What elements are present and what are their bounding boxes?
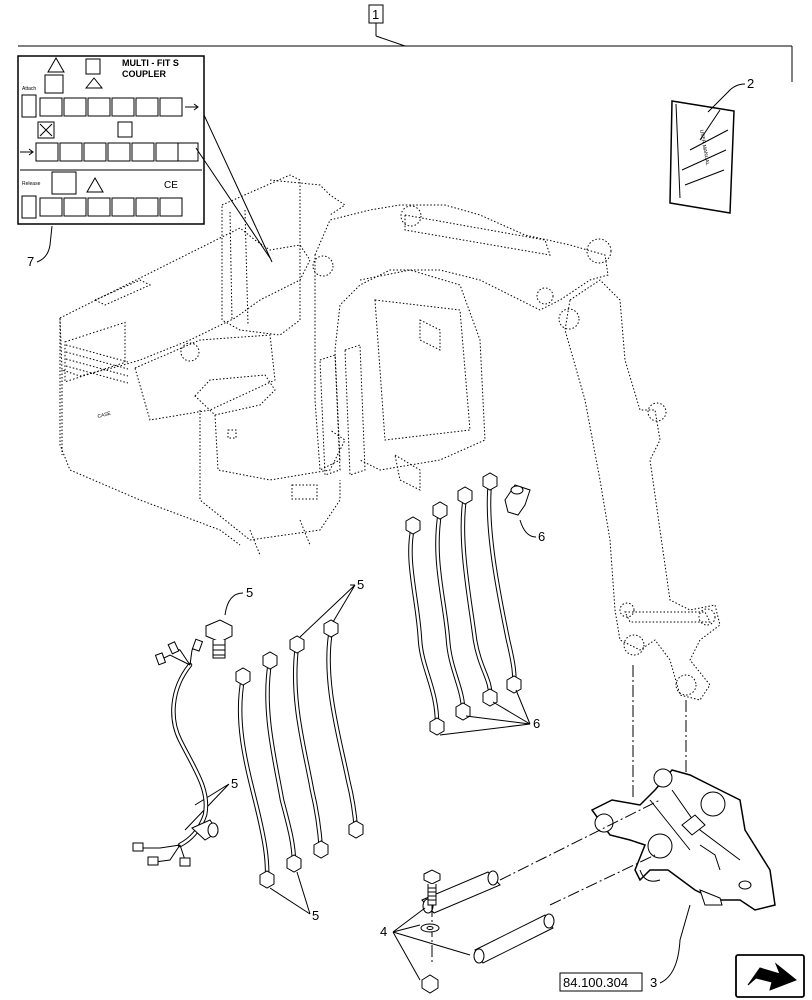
callout-7: 7 <box>27 225 53 269</box>
operator-manual: USER MANUAL 2 <box>669 76 754 214</box>
svg-text:CASE: CASE <box>97 410 112 419</box>
wiring-harness <box>132 638 219 867</box>
callout-4-label: 4 <box>380 924 387 939</box>
callout-6a: 6 <box>519 519 545 544</box>
callout-6b-label: 6 <box>533 716 540 731</box>
hose-set-5 <box>205 619 364 889</box>
hose-clamp <box>504 484 531 516</box>
callout-5d: 5 <box>269 871 319 923</box>
callout-5b: 5 <box>299 577 364 638</box>
callout-3: 84.100.304 3 <box>559 904 691 992</box>
excavator-outline: CASE <box>59 174 721 701</box>
decal-multi-fit-coupler: MULTI - FIT S COUPLER Attach <box>17 55 273 263</box>
coupler-assembly <box>590 665 776 911</box>
next-page-arrow-icon[interactable] <box>735 954 805 998</box>
decal-release-label: Release <box>22 181 41 187</box>
assembly-ref-label: 1 <box>372 7 379 22</box>
callout-2-label: 2 <box>747 76 754 91</box>
release-step-icons <box>21 195 183 219</box>
warning-triangle-icon <box>47 56 65 73</box>
callout-5c-label: 5 <box>231 776 238 791</box>
hose-set-6 <box>405 472 531 736</box>
attach-step-icons <box>21 94 199 118</box>
reference-box-label: 84.100.304 <box>563 975 628 990</box>
callout-6a-label: 6 <box>538 529 545 544</box>
decal-title-line1: MULTI - FIT S <box>122 58 179 68</box>
pins-set-4 <box>420 799 661 994</box>
bolt-5 <box>205 619 233 659</box>
callout-3-label: 3 <box>650 975 657 990</box>
decal-title-line2: COUPLER <box>122 69 167 79</box>
callout-7-label: 7 <box>27 254 34 269</box>
callout-4: 4 <box>380 907 471 981</box>
decal-ce-mark: CE <box>164 180 178 191</box>
assembly-bracket: 1 <box>18 4 793 82</box>
callout-5d-label: 5 <box>312 908 319 923</box>
attach-step-icons-row2 <box>20 142 199 162</box>
callout-6b: 6 <box>439 689 540 736</box>
callout-5a-label: 5 <box>246 585 253 600</box>
callout-5b-label: 5 <box>357 577 364 592</box>
decal-attach-label: Attach <box>22 86 36 92</box>
callout-5a: 5 <box>224 585 253 616</box>
